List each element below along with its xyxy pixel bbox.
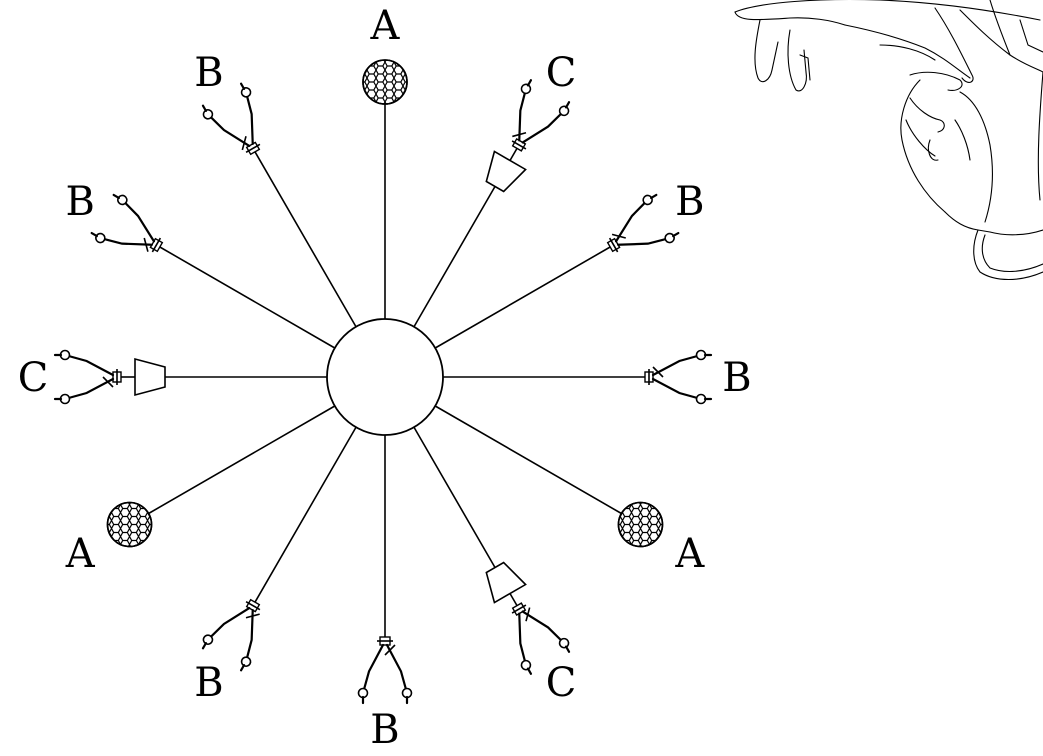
spoke-label: B xyxy=(194,50,223,96)
spoke-tweezer: B xyxy=(443,349,752,405)
spoke-line xyxy=(413,426,496,568)
spoke-label: B xyxy=(675,179,704,225)
cup-tweezer-icon xyxy=(485,561,571,675)
spoke-tweezer: B xyxy=(65,179,336,349)
spoke-label: A xyxy=(370,3,401,49)
spoke-cup: C xyxy=(413,426,577,706)
spoke-ball: A xyxy=(434,405,705,577)
hex-ball-icon xyxy=(106,501,153,548)
hex-ball-icon xyxy=(362,59,408,105)
hands-icon xyxy=(734,0,1043,280)
spoke-tweezer: B xyxy=(194,50,357,328)
tweezer-icon xyxy=(201,82,261,156)
spoke-cup: C xyxy=(18,349,327,405)
spoke-line xyxy=(254,426,357,603)
spoke-label: C xyxy=(546,50,577,96)
spoke-line xyxy=(148,405,336,515)
spoke-tweezer: B xyxy=(434,179,705,349)
spokes-layer: A C B B A C B B A C B B xyxy=(18,3,752,753)
spoke-line xyxy=(434,246,611,349)
tweezer-icon xyxy=(357,636,413,705)
spoke-label: B xyxy=(194,660,223,706)
tweezer-icon xyxy=(90,193,164,253)
central-hub xyxy=(326,318,444,436)
spoke-line xyxy=(434,405,622,515)
tweezer-icon xyxy=(201,598,261,672)
spoke-ball: A xyxy=(65,405,336,577)
spoke-line xyxy=(159,246,336,349)
cup-tweezer-icon xyxy=(53,349,166,405)
spoke-cup: C xyxy=(413,50,577,328)
spoke-line xyxy=(254,151,357,328)
tweezer-icon xyxy=(644,349,713,405)
tweezer-icon xyxy=(606,193,680,253)
cup-tweezer-icon xyxy=(485,79,571,193)
spoke-label: B xyxy=(722,355,751,401)
spoke-tweezer: B xyxy=(194,426,357,706)
spoke-label: B xyxy=(65,179,94,225)
spoke-tweezer: B xyxy=(357,435,413,753)
spoke-label: C xyxy=(18,355,49,401)
spoke-label: C xyxy=(546,660,577,706)
spoke-label: A xyxy=(674,531,705,577)
hex-ball-icon xyxy=(617,501,664,548)
spoke-label: B xyxy=(370,707,399,753)
spoke-label: A xyxy=(65,531,96,577)
spoke-line xyxy=(413,186,496,328)
spoke-ball: A xyxy=(362,3,408,319)
